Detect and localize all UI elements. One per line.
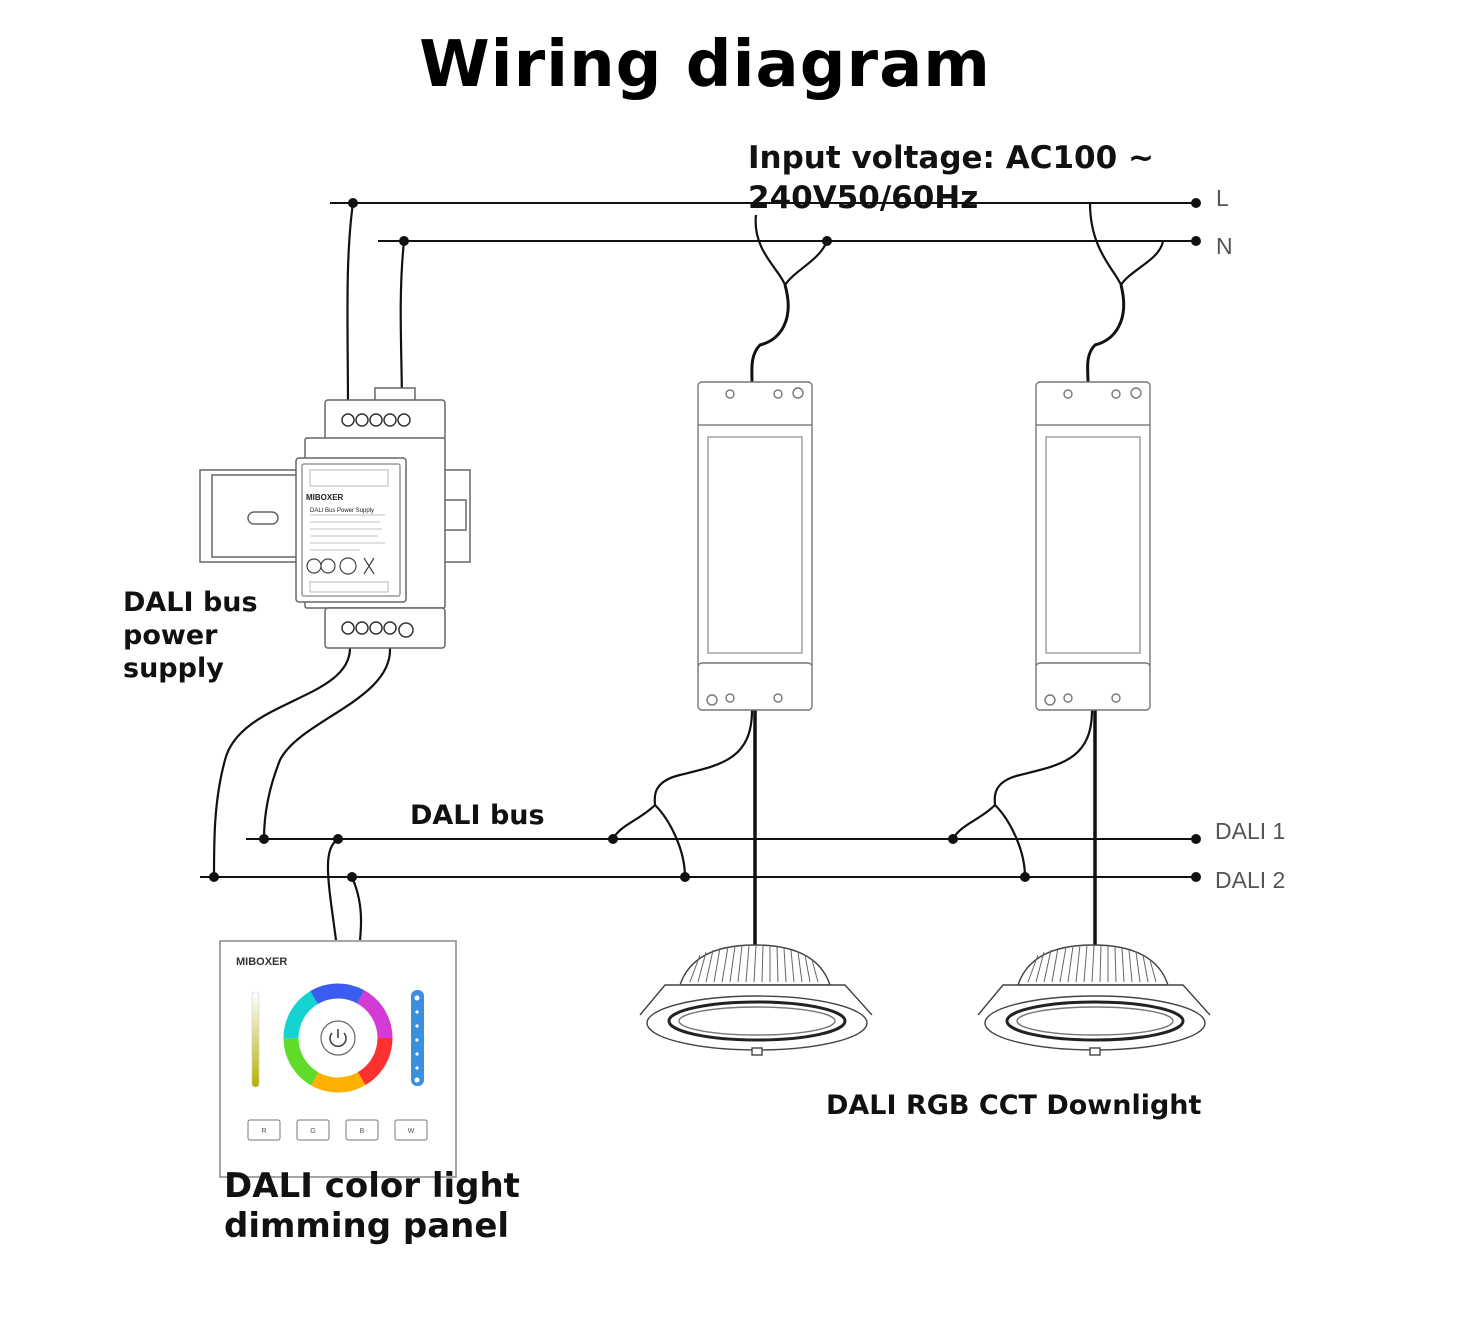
- panel-btn-r-label: R: [261, 1128, 266, 1135]
- panel-btn-b-label: B: [360, 1128, 365, 1135]
- downlight-1: [639, 944, 873, 1056]
- panel-label-line1: DALI color light: [224, 1166, 520, 1206]
- input-voltage-line1: Input voltage: AC100 ~: [748, 140, 1154, 176]
- dimming-panel-label: DALI color light dimming panel: [224, 1166, 520, 1246]
- power-supply-line3: supply: [123, 653, 224, 684]
- panel-btn-g-label: G: [310, 1128, 315, 1135]
- button-b: [345, 1119, 379, 1141]
- neutral-tag: N: [1216, 233, 1233, 259]
- button-r: [247, 1119, 281, 1141]
- downlight-2: [977, 944, 1211, 1056]
- power-supply-line2: power: [123, 620, 218, 651]
- color-wheel: [283, 983, 393, 1093]
- button-g: [296, 1119, 330, 1141]
- brightness-slider: [251, 991, 260, 1088]
- input-voltage-label: Input voltage: AC100 ~ 240V50/60Hz: [748, 138, 1168, 218]
- live-tag: L: [1216, 185, 1229, 211]
- dimming-panel-device: [219, 940, 457, 1178]
- led-driver-1: [697, 381, 813, 711]
- power-supply-device: [295, 387, 446, 649]
- dali2-tag: DALI 2: [1215, 867, 1286, 893]
- panel-label-line2: dimming panel: [224, 1206, 510, 1246]
- downlight-label: DALI RGB CCT Downlight: [826, 1090, 1202, 1121]
- led-driver-2: [1035, 381, 1151, 711]
- panel-btn-w-label: W: [408, 1128, 415, 1135]
- power-supply-line1: DALI bus: [123, 587, 258, 618]
- psu-brand: MIBOXER: [306, 493, 344, 502]
- power-supply-label: DALI bus power supply: [123, 586, 258, 685]
- power-icon: [329, 1032, 347, 1048]
- cct-slider: [411, 990, 424, 1086]
- diagram-title: Wiring diagram: [419, 28, 991, 102]
- dali-bus-label: DALI bus: [410, 800, 545, 831]
- panel-brand: MIBOXER: [236, 956, 287, 968]
- dali1-tag: DALI 1: [1215, 818, 1286, 844]
- input-voltage-line2: 240V50/60Hz: [748, 180, 979, 216]
- button-w: [394, 1119, 428, 1141]
- psu-device-name: DALI Bus Power Supply: [310, 508, 374, 514]
